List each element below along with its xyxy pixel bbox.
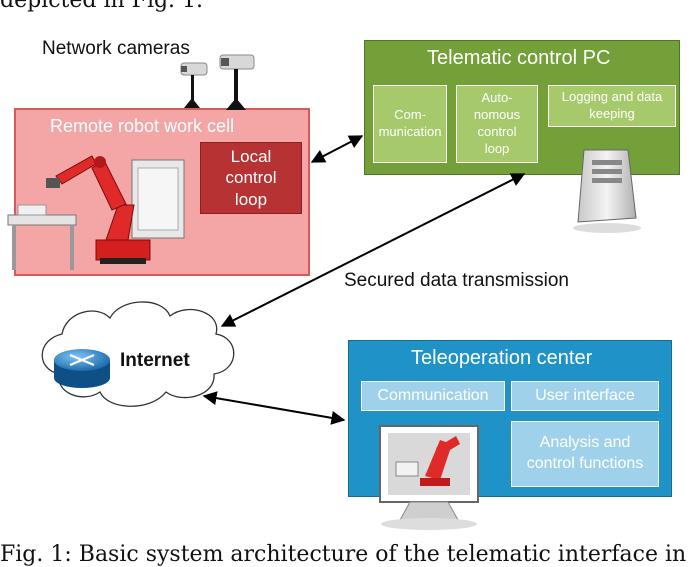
telematic-pc-title: Telematic control PC — [427, 47, 611, 69]
arrow-cell-to-pc — [310, 135, 364, 163]
pc-module-communication: Com-munication — [373, 85, 447, 163]
network-cameras-label: Network cameras — [42, 38, 190, 59]
monitor-icon — [379, 425, 479, 530]
arrow-internet-to-teleop — [202, 391, 346, 425]
teleop-user-interface: User interface — [511, 381, 659, 411]
camera-icon — [219, 54, 255, 110]
teleop-analysis: Analysis and control functions — [511, 421, 659, 487]
caption-top: depicted in Fig. 1. — [0, 0, 204, 13]
camera-icon — [180, 62, 208, 108]
robot-work-cell-title: Remote robot work cell — [50, 116, 235, 136]
router-icon — [54, 349, 110, 388]
transmission-label: Secured data transmission — [344, 270, 569, 291]
pc-module-logging: Logging and data keeping — [548, 85, 676, 127]
caption-bottom: Fig. 1: Basic system architecture of the… — [0, 542, 687, 567]
pc-module-autonomous-loop: Auto-nomous control loop — [456, 85, 538, 163]
robot-arm-icon — [7, 155, 185, 270]
arrow-internet-to-pc — [220, 173, 526, 327]
teleop-communication: Communication — [361, 381, 505, 411]
pc-tower-icon — [573, 149, 641, 233]
internet-label: Internet — [120, 350, 190, 371]
teleoperation-title: Teleoperation center — [411, 347, 593, 369]
